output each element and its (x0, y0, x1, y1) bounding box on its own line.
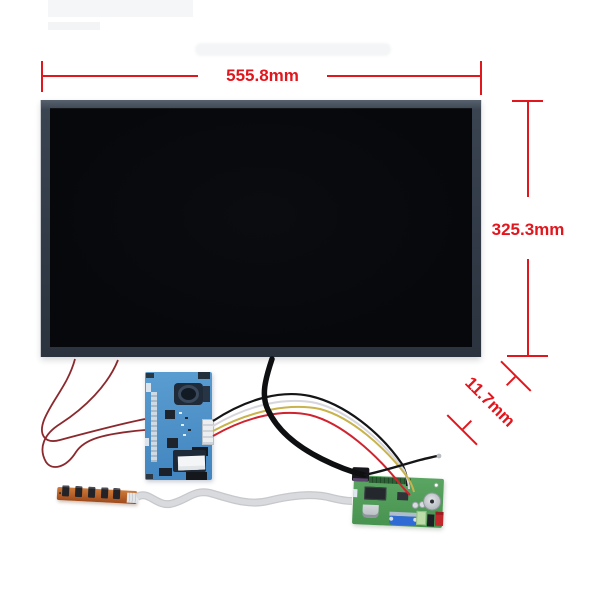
backlight-wire-connector (202, 419, 214, 445)
audio-jack (416, 510, 427, 526)
dimension-tick (500, 360, 532, 392)
dimension-line (43, 75, 198, 77)
solder-pad (145, 438, 149, 446)
main-ic-chip (364, 486, 387, 501)
keypad-button-board (56, 485, 139, 505)
width-dimension-label: 555.8mm (226, 66, 299, 85)
dimension-line (462, 419, 473, 430)
mounting-hole (59, 492, 62, 495)
dimension-line (327, 75, 481, 77)
solder-pad (198, 372, 210, 379)
ic-chip (167, 438, 178, 448)
dc-jack (426, 514, 435, 527)
power-switch (434, 511, 444, 526)
dimension-line (527, 259, 529, 357)
hdmi-port (362, 504, 379, 519)
dimension-tick (446, 414, 478, 446)
ribbon-cable-edge (134, 488, 353, 509)
dimension-tick (480, 61, 482, 95)
solder-pad (146, 373, 154, 378)
lcd-screen (50, 108, 472, 347)
connector (186, 472, 207, 480)
label-sticker (177, 455, 206, 471)
menu-button (61, 485, 70, 497)
dimension-tick (512, 100, 543, 102)
button (74, 485, 83, 498)
power-button (112, 487, 121, 500)
dimension-line (527, 102, 529, 197)
black-wire (363, 454, 438, 477)
led-driver-board (145, 372, 214, 480)
signal-wire-black (212, 393, 409, 487)
dimension-tick (41, 61, 43, 92)
lcd-panel (41, 100, 481, 357)
maroon-wire (41, 358, 146, 442)
component (159, 468, 172, 476)
component (188, 429, 191, 431)
component (183, 434, 186, 436)
lvds-connector (151, 392, 157, 462)
solder-pad (146, 474, 153, 479)
watermark-blob (48, 0, 193, 17)
mounting-hole (433, 482, 439, 488)
component (185, 417, 188, 419)
component (203, 386, 210, 402)
height-dimension-label: 325.3mm (491, 220, 565, 239)
pin-header (368, 476, 412, 485)
watermark-blob (48, 22, 100, 30)
ic-chip (397, 491, 409, 501)
dimension-line (505, 376, 516, 387)
watermark-blob (195, 43, 391, 56)
lvds-cable (261, 356, 367, 478)
component (179, 412, 182, 414)
component (181, 424, 184, 426)
button (100, 487, 109, 499)
solder-pad (353, 489, 358, 498)
solder-pad (146, 383, 151, 392)
ic-chip (165, 410, 175, 419)
toroid-inductor (178, 385, 199, 403)
ribbon-connector (126, 492, 139, 504)
button (87, 486, 96, 498)
maroon-wire (41, 359, 146, 468)
ribbon-cable (135, 489, 353, 507)
capacitor (411, 501, 420, 509)
controller-board (351, 466, 445, 528)
wire-crimp-tip (436, 453, 442, 459)
connector-pins (352, 478, 368, 482)
